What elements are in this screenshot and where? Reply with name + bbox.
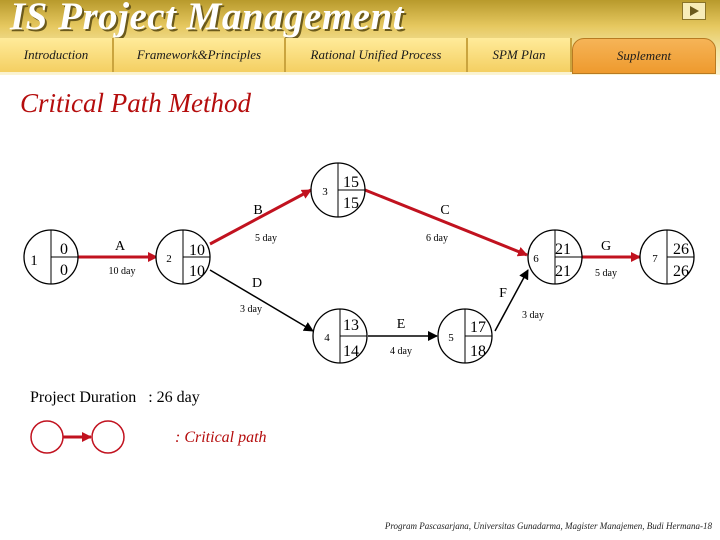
tab-label: SPM Plan xyxy=(492,47,546,62)
latest-time: 26 xyxy=(673,263,689,280)
activity-label: D xyxy=(252,276,262,291)
app-title: IS Project Management xyxy=(10,0,405,38)
legend-node-icon xyxy=(30,420,64,454)
tab-suplement[interactable]: Suplement xyxy=(572,38,716,74)
event-node: 4 13 14 xyxy=(312,308,368,364)
activity-duration: 4 day xyxy=(390,346,412,357)
tab-framework-principles[interactable]: Framework&Principles xyxy=(114,38,286,72)
latest-time: 0 xyxy=(60,262,68,279)
activity-label: F xyxy=(499,286,507,301)
legend-node-icon xyxy=(91,420,125,454)
activity-label: C xyxy=(440,203,449,218)
node-number: 3 xyxy=(322,186,328,198)
activity-duration: 3 day xyxy=(240,304,262,315)
activity-duration: 6 day xyxy=(426,233,448,244)
footer-text: Program Pascasarjana, Universitas Gunada… xyxy=(384,521,712,531)
earliest-time: 21 xyxy=(555,241,571,258)
latest-time: 18 xyxy=(470,343,486,360)
next-slide-button[interactable] xyxy=(682,2,706,20)
tab-label: Suplement xyxy=(616,48,672,63)
legend-label: : Critical path xyxy=(175,429,267,446)
activity-c-arrow xyxy=(364,188,528,257)
tab-bar: Introduction Framework&Principles Ration… xyxy=(0,38,720,74)
tab-label: Rational Unified Process xyxy=(310,47,442,62)
tab-label: Introduction xyxy=(23,47,89,62)
node-number: 1 xyxy=(30,253,38,269)
event-node: 3 15 15 xyxy=(310,162,366,218)
earliest-time: 17 xyxy=(470,319,486,336)
tab-label: Framework&Principles xyxy=(136,47,262,62)
project-duration: Project Duration : 26 day xyxy=(30,389,200,406)
activity-label: G xyxy=(601,239,611,254)
activity-label: E xyxy=(397,317,406,332)
latest-time: 10 xyxy=(189,263,205,280)
header-banner: IS Project Management Introduction Frame… xyxy=(0,0,720,75)
tab-spm-plan[interactable]: SPM Plan xyxy=(468,38,572,72)
latest-time: 21 xyxy=(555,263,571,280)
node-number: 4 xyxy=(324,332,330,344)
earliest-time: 26 xyxy=(673,241,689,258)
activity-d-arrow xyxy=(209,269,314,332)
latest-time: 14 xyxy=(343,343,359,360)
activity-f-arrow xyxy=(494,269,529,332)
activity-label: A xyxy=(115,239,126,254)
earliest-time: 15 xyxy=(343,174,359,191)
event-node: 2 10 10 xyxy=(155,229,211,285)
event-node: 7 26 26 xyxy=(639,229,695,285)
node-number: 7 xyxy=(652,253,658,265)
critical-path-legend: : Critical path xyxy=(30,420,267,454)
activity-duration: 10 day xyxy=(109,266,136,277)
node-number: 6 xyxy=(533,253,539,265)
activity-duration: 5 day xyxy=(255,233,277,244)
tab-rational-unified-process[interactable]: Rational Unified Process xyxy=(286,38,468,72)
latest-time: 15 xyxy=(343,195,359,212)
event-node: 1 0 0 xyxy=(23,229,79,285)
activity-b-arrow xyxy=(209,188,312,246)
slide-title: Critical Path Method xyxy=(20,88,251,118)
play-triangle-icon xyxy=(689,6,699,16)
event-node: 6 21 21 xyxy=(527,229,583,285)
tab-introduction[interactable]: Introduction xyxy=(0,38,114,72)
earliest-time: 10 xyxy=(189,242,205,259)
earliest-time: 0 xyxy=(60,241,68,258)
activity-label: B xyxy=(253,203,262,218)
event-node: 5 17 18 xyxy=(437,308,493,364)
node-number: 5 xyxy=(448,332,454,344)
earliest-time: 13 xyxy=(343,317,359,334)
node-number: 2 xyxy=(166,253,172,265)
activity-duration: 5 day xyxy=(595,268,617,279)
activity-duration: 3 day xyxy=(522,310,544,321)
